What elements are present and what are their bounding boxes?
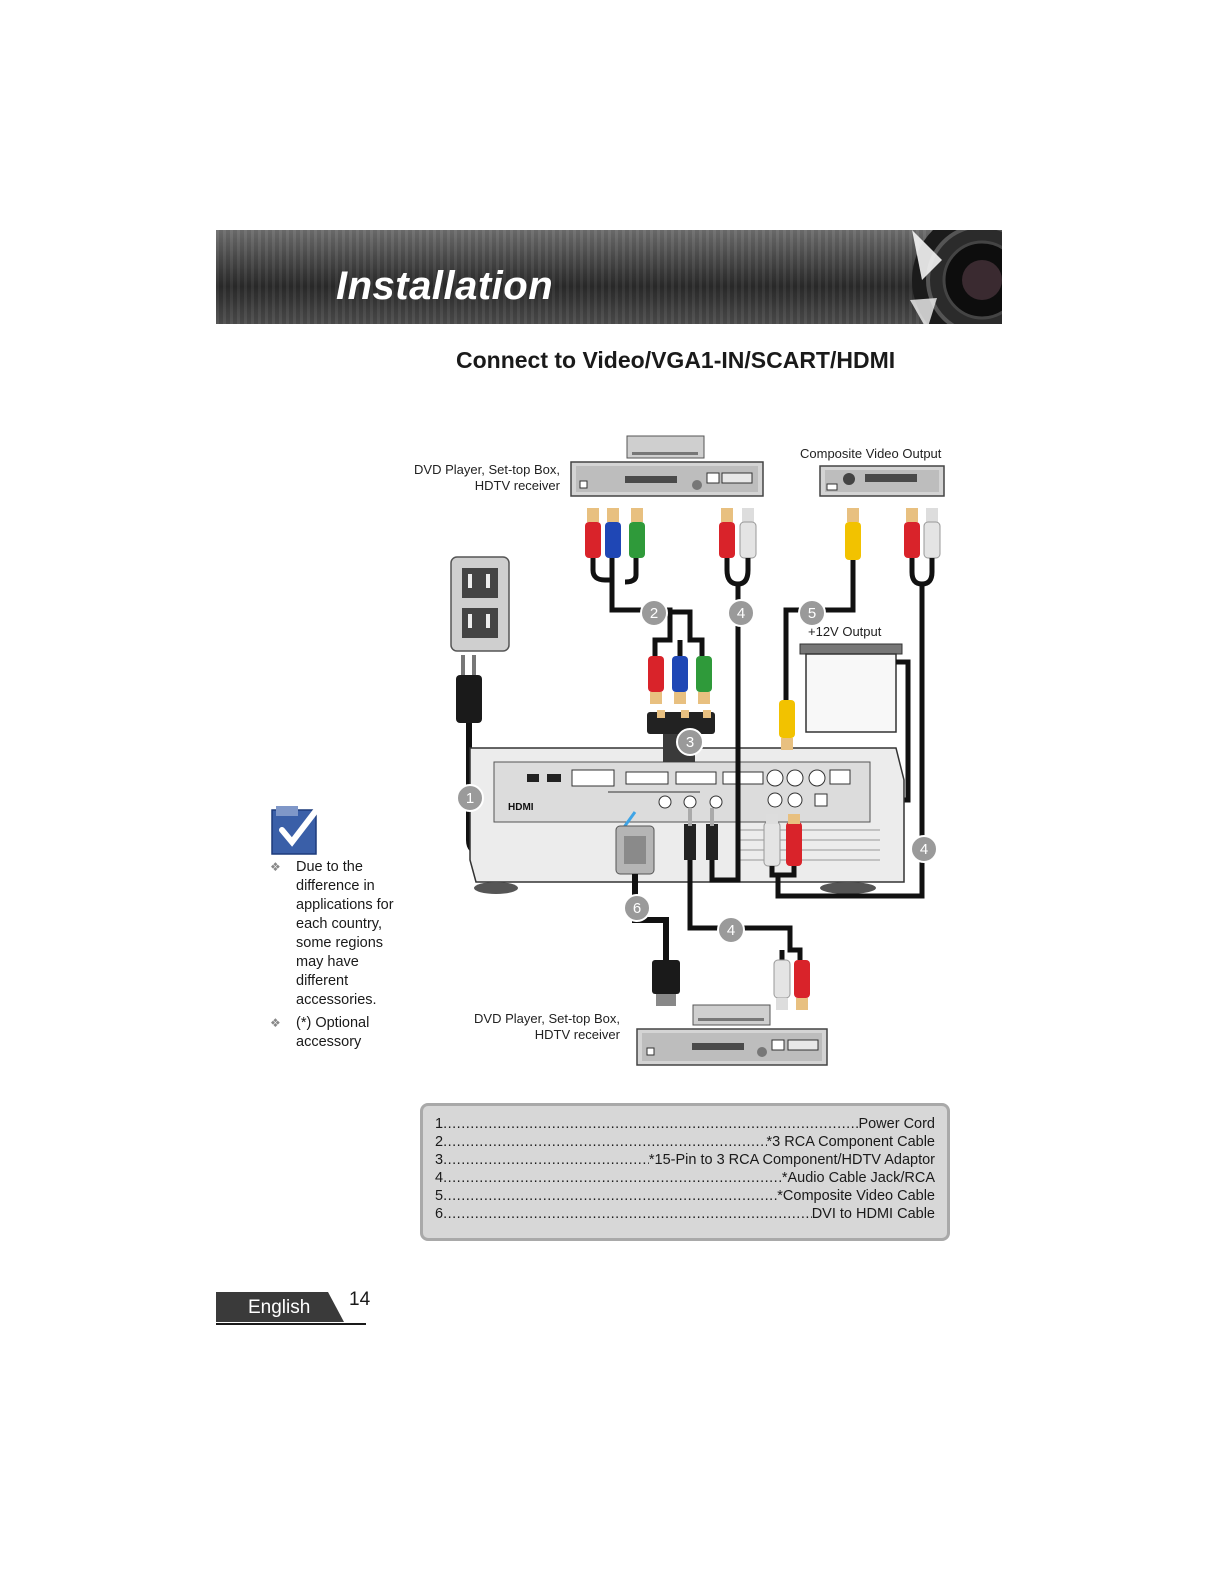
- diamond-bullet-icon: ❖: [270, 860, 281, 874]
- svg-text:5: 5: [808, 605, 816, 622]
- audio-cable-top: [706, 508, 757, 883]
- callout-6: 6: [623, 894, 651, 922]
- note-item: ❖ Due to the difference in applications …: [270, 859, 394, 1008]
- legend-row: 4*Audio Cable Jack/RCA: [435, 1168, 935, 1186]
- wall-outlet: [450, 556, 510, 652]
- svg-text:1: 1: [466, 790, 474, 807]
- svg-text:6: 6: [633, 900, 641, 917]
- svg-text:4: 4: [920, 841, 928, 858]
- screen-trigger-label: +12V Output: [808, 624, 882, 639]
- legend-row: 6DVI to HDMI Cable: [435, 1204, 935, 1222]
- bottom-dvd-player: [636, 1004, 828, 1066]
- component-cable: [585, 508, 712, 704]
- callout-4-bottom: 4: [717, 916, 745, 944]
- top-device-label: DVD Player, Set-top Box, HDTV receiver: [414, 462, 560, 493]
- svg-text:3: 3: [686, 734, 694, 751]
- legend-row: 3*15-Pin to 3 RCA Component/HDTV Adaptor: [435, 1150, 935, 1168]
- section-title: Connect to Video/VGA1-IN/SCART/HDMI: [456, 347, 896, 373]
- audio-cable-right: [763, 508, 941, 899]
- projector-rear-panel: HDMI: [469, 747, 905, 894]
- page-footer: English 14: [216, 1289, 370, 1325]
- svg-text:4: 4: [727, 922, 735, 939]
- rca-plug-blue: [605, 508, 621, 558]
- callout-1: 1: [456, 784, 484, 812]
- legend-row: 1Power Cord: [435, 1114, 935, 1132]
- hdmi-logo: HDMI: [508, 802, 534, 813]
- page-number: 14: [349, 1289, 371, 1310]
- bottom-device-label: DVD Player, Set-top Box, HDTV receiver: [474, 1011, 620, 1042]
- callout-4-right: 4: [910, 835, 938, 863]
- cable-legend: 1Power Cord 2*3 RCA Component Cable 3*15…: [420, 1103, 950, 1241]
- legend-row: 2*3 RCA Component Cable: [435, 1132, 935, 1150]
- legend-row: 5*Composite Video Cable: [435, 1186, 935, 1204]
- callout-2: 2: [640, 599, 668, 627]
- composite-source-device: [819, 465, 945, 497]
- svg-text:4: 4: [737, 605, 745, 622]
- top-dvd-player: [570, 435, 764, 497]
- chapter-title: Installation: [336, 264, 554, 308]
- note-item: ❖ (*) Optional accessory: [270, 1015, 370, 1050]
- rca-plug-green: [629, 508, 645, 558]
- diamond-bullet-icon: ❖: [270, 1016, 281, 1030]
- svg-text:2: 2: [650, 605, 658, 622]
- callout-4-top: 4: [727, 599, 755, 627]
- composite-output-label: Composite Video Output: [800, 446, 942, 461]
- rca-plug-red: [585, 508, 601, 558]
- header-banner: [216, 230, 1002, 324]
- note-list: ❖ Due to the difference in applications …: [270, 858, 400, 1056]
- footer-language: English: [248, 1297, 311, 1318]
- audio-cable-bottom: [684, 808, 810, 1010]
- note-checkmark-icon: [271, 805, 321, 855]
- lens-graphic: [910, 230, 1002, 324]
- callout-5: 5: [798, 599, 826, 627]
- callout-3: 3: [676, 728, 704, 756]
